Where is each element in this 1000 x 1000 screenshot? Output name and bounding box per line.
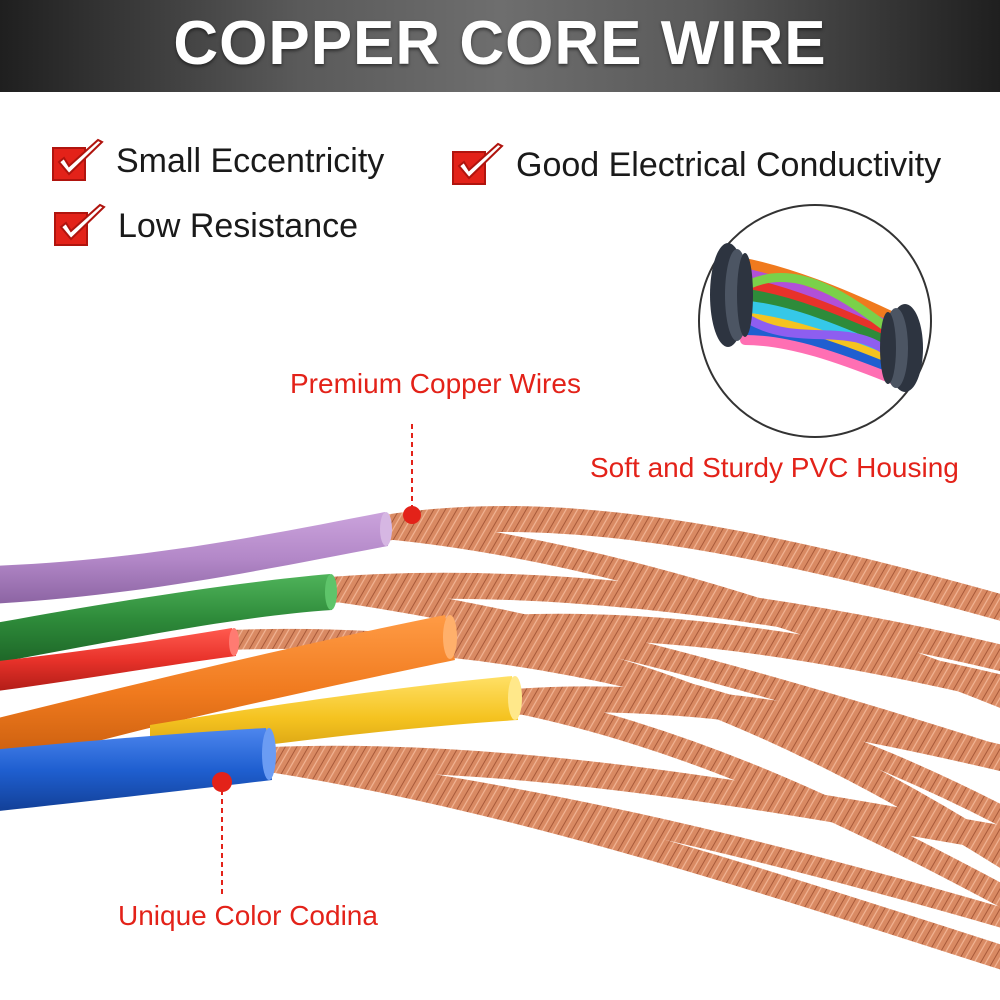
red-checkbox-icon <box>54 203 106 246</box>
red-checkbox-icon <box>52 138 104 181</box>
header-banner: COPPER CORE WIRE <box>0 0 1000 92</box>
callout-pvc-housing: Soft and Sturdy PVC Housing <box>590 452 959 483</box>
feature-good-conductivity: Good Electrical Conductivity <box>450 142 941 188</box>
inset-wire-bundle <box>698 204 932 438</box>
feature-small-eccentricity: Small Eccentricity <box>50 138 384 184</box>
callout-color-coding: Unique Color Codina <box>118 900 378 931</box>
insulated-wires <box>0 512 522 811</box>
red-checkbox-icon <box>452 142 504 185</box>
pvc-housing-left <box>710 243 753 347</box>
callout-leader-copper <box>403 424 421 524</box>
callout-premium-copper-wires: Premium Copper Wires <box>290 368 581 399</box>
callout-leader-color <box>212 772 232 896</box>
pvc-housing-right <box>880 304 923 392</box>
feature-label: Low Resistance <box>118 206 359 245</box>
feature-label: Good Electrical Conductivity <box>516 145 942 184</box>
banner-title: COPPER CORE WIRE <box>173 9 827 78</box>
feature-low-resistance: Low Resistance <box>52 203 358 249</box>
copper-strands <box>220 506 1000 970</box>
feature-label: Small Eccentricity <box>116 141 385 180</box>
